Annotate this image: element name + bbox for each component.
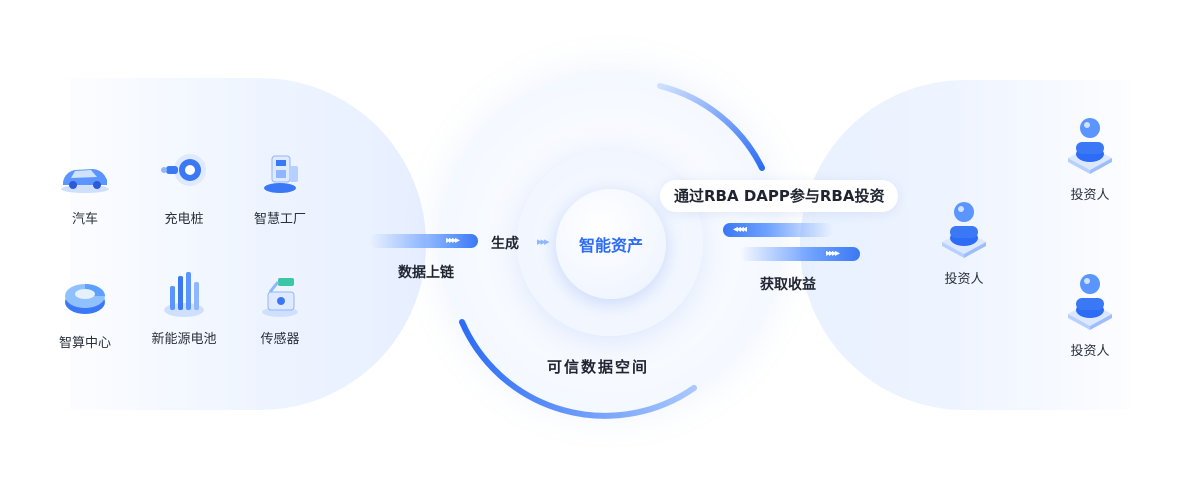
investor-label: 投资人: [944, 272, 984, 287]
device-label: 智算中心: [58, 336, 111, 351]
device-car: 汽车: [40, 148, 130, 227]
device-battery: 新能源电池: [139, 268, 229, 347]
income-label: 获取收益: [760, 277, 816, 293]
arc-bottom: [459, 319, 697, 419]
income-arrow: ▸▸▸▸: [740, 247, 860, 261]
sensor-icon: [252, 268, 308, 324]
device-panel: [70, 78, 426, 410]
investor-label: 投资人: [1070, 188, 1110, 203]
investor-icon: [1068, 274, 1112, 330]
arc-top: [657, 83, 765, 171]
investor-1: 投资人: [924, 198, 1004, 287]
device-label: 智慧工厂: [253, 212, 306, 227]
space-label: 可信数据空间: [547, 358, 650, 376]
chevrons-right-icon: ▸▸▸▸: [446, 235, 460, 246]
device-label: 充电桩: [164, 212, 204, 227]
invest-pill: 通过RBA DAPP参与RBA投资: [660, 180, 899, 212]
investor-icon: [1068, 118, 1112, 174]
device-smart-factory: 智慧工厂: [235, 148, 325, 227]
smart-factory-icon: [252, 148, 308, 204]
investor-2: 投资人: [1050, 114, 1130, 203]
generate-label: 生成: [491, 236, 519, 252]
upload-arrow: ▸▸▸▸: [370, 234, 478, 248]
device-computing-center: 智算中心: [40, 272, 130, 351]
investor-label: 投资人: [1070, 344, 1110, 359]
chevrons-right-icon: ▸▸▸: [537, 235, 550, 248]
smart-asset-core: 智能资产: [556, 189, 666, 299]
device-charging-pile: 充电桩: [139, 148, 229, 227]
device-label: 传感器: [260, 332, 300, 347]
battery-icon: [156, 268, 212, 324]
charging-pile-icon: [156, 148, 212, 204]
chevrons-left-icon: ◂◂◂◂: [733, 224, 747, 235]
device-label: 汽车: [71, 212, 98, 227]
car-icon: [57, 148, 113, 204]
computing-center-icon: [57, 272, 113, 328]
device-sensor: 传感器: [235, 268, 325, 347]
investor-icon: [942, 202, 986, 258]
upload-label: 数据上链: [398, 265, 454, 281]
core-label: 智能资产: [578, 236, 643, 255]
invest-arrow: ◂◂◂◂: [723, 223, 833, 237]
chevrons-right-icon: ▸▸▸▸: [826, 248, 840, 259]
investor-3: 投资人: [1050, 270, 1130, 359]
device-label: 新能源电池: [151, 332, 217, 347]
